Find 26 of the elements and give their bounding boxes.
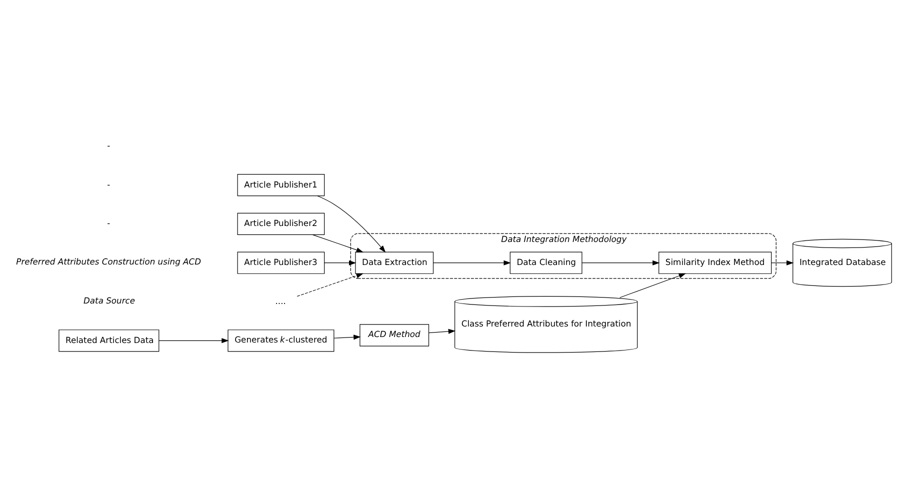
arrow xyxy=(158,338,229,343)
arrow xyxy=(312,234,364,252)
node-box: ACD Method xyxy=(360,324,430,346)
arrow xyxy=(324,260,356,265)
node-box: Data Extraction xyxy=(355,251,434,274)
arrow xyxy=(619,272,686,298)
label: - xyxy=(107,218,110,228)
arrow xyxy=(317,195,386,252)
node-box: Similarity Index Method xyxy=(658,251,772,274)
node-box: Data Cleaning xyxy=(510,251,582,274)
node-box: Related Articles Data xyxy=(58,329,160,352)
node-box: Generates k-clustered xyxy=(228,329,334,352)
arrow xyxy=(771,260,794,265)
label: - xyxy=(107,178,110,189)
label: Preferred Attributes Construction using ACD xyxy=(16,256,202,266)
label: Data Source xyxy=(83,294,136,305)
node-box: Article Publisher2 xyxy=(237,212,325,235)
arrow xyxy=(428,328,456,334)
arrow xyxy=(582,260,660,265)
node-box: Article Publisher3 xyxy=(237,251,325,274)
label: - xyxy=(107,140,110,150)
arrow xyxy=(296,272,364,296)
arrow xyxy=(433,260,511,265)
node-text: .... xyxy=(275,295,286,306)
node-box: Article Publisher1 xyxy=(237,173,325,196)
arrow xyxy=(334,334,361,340)
